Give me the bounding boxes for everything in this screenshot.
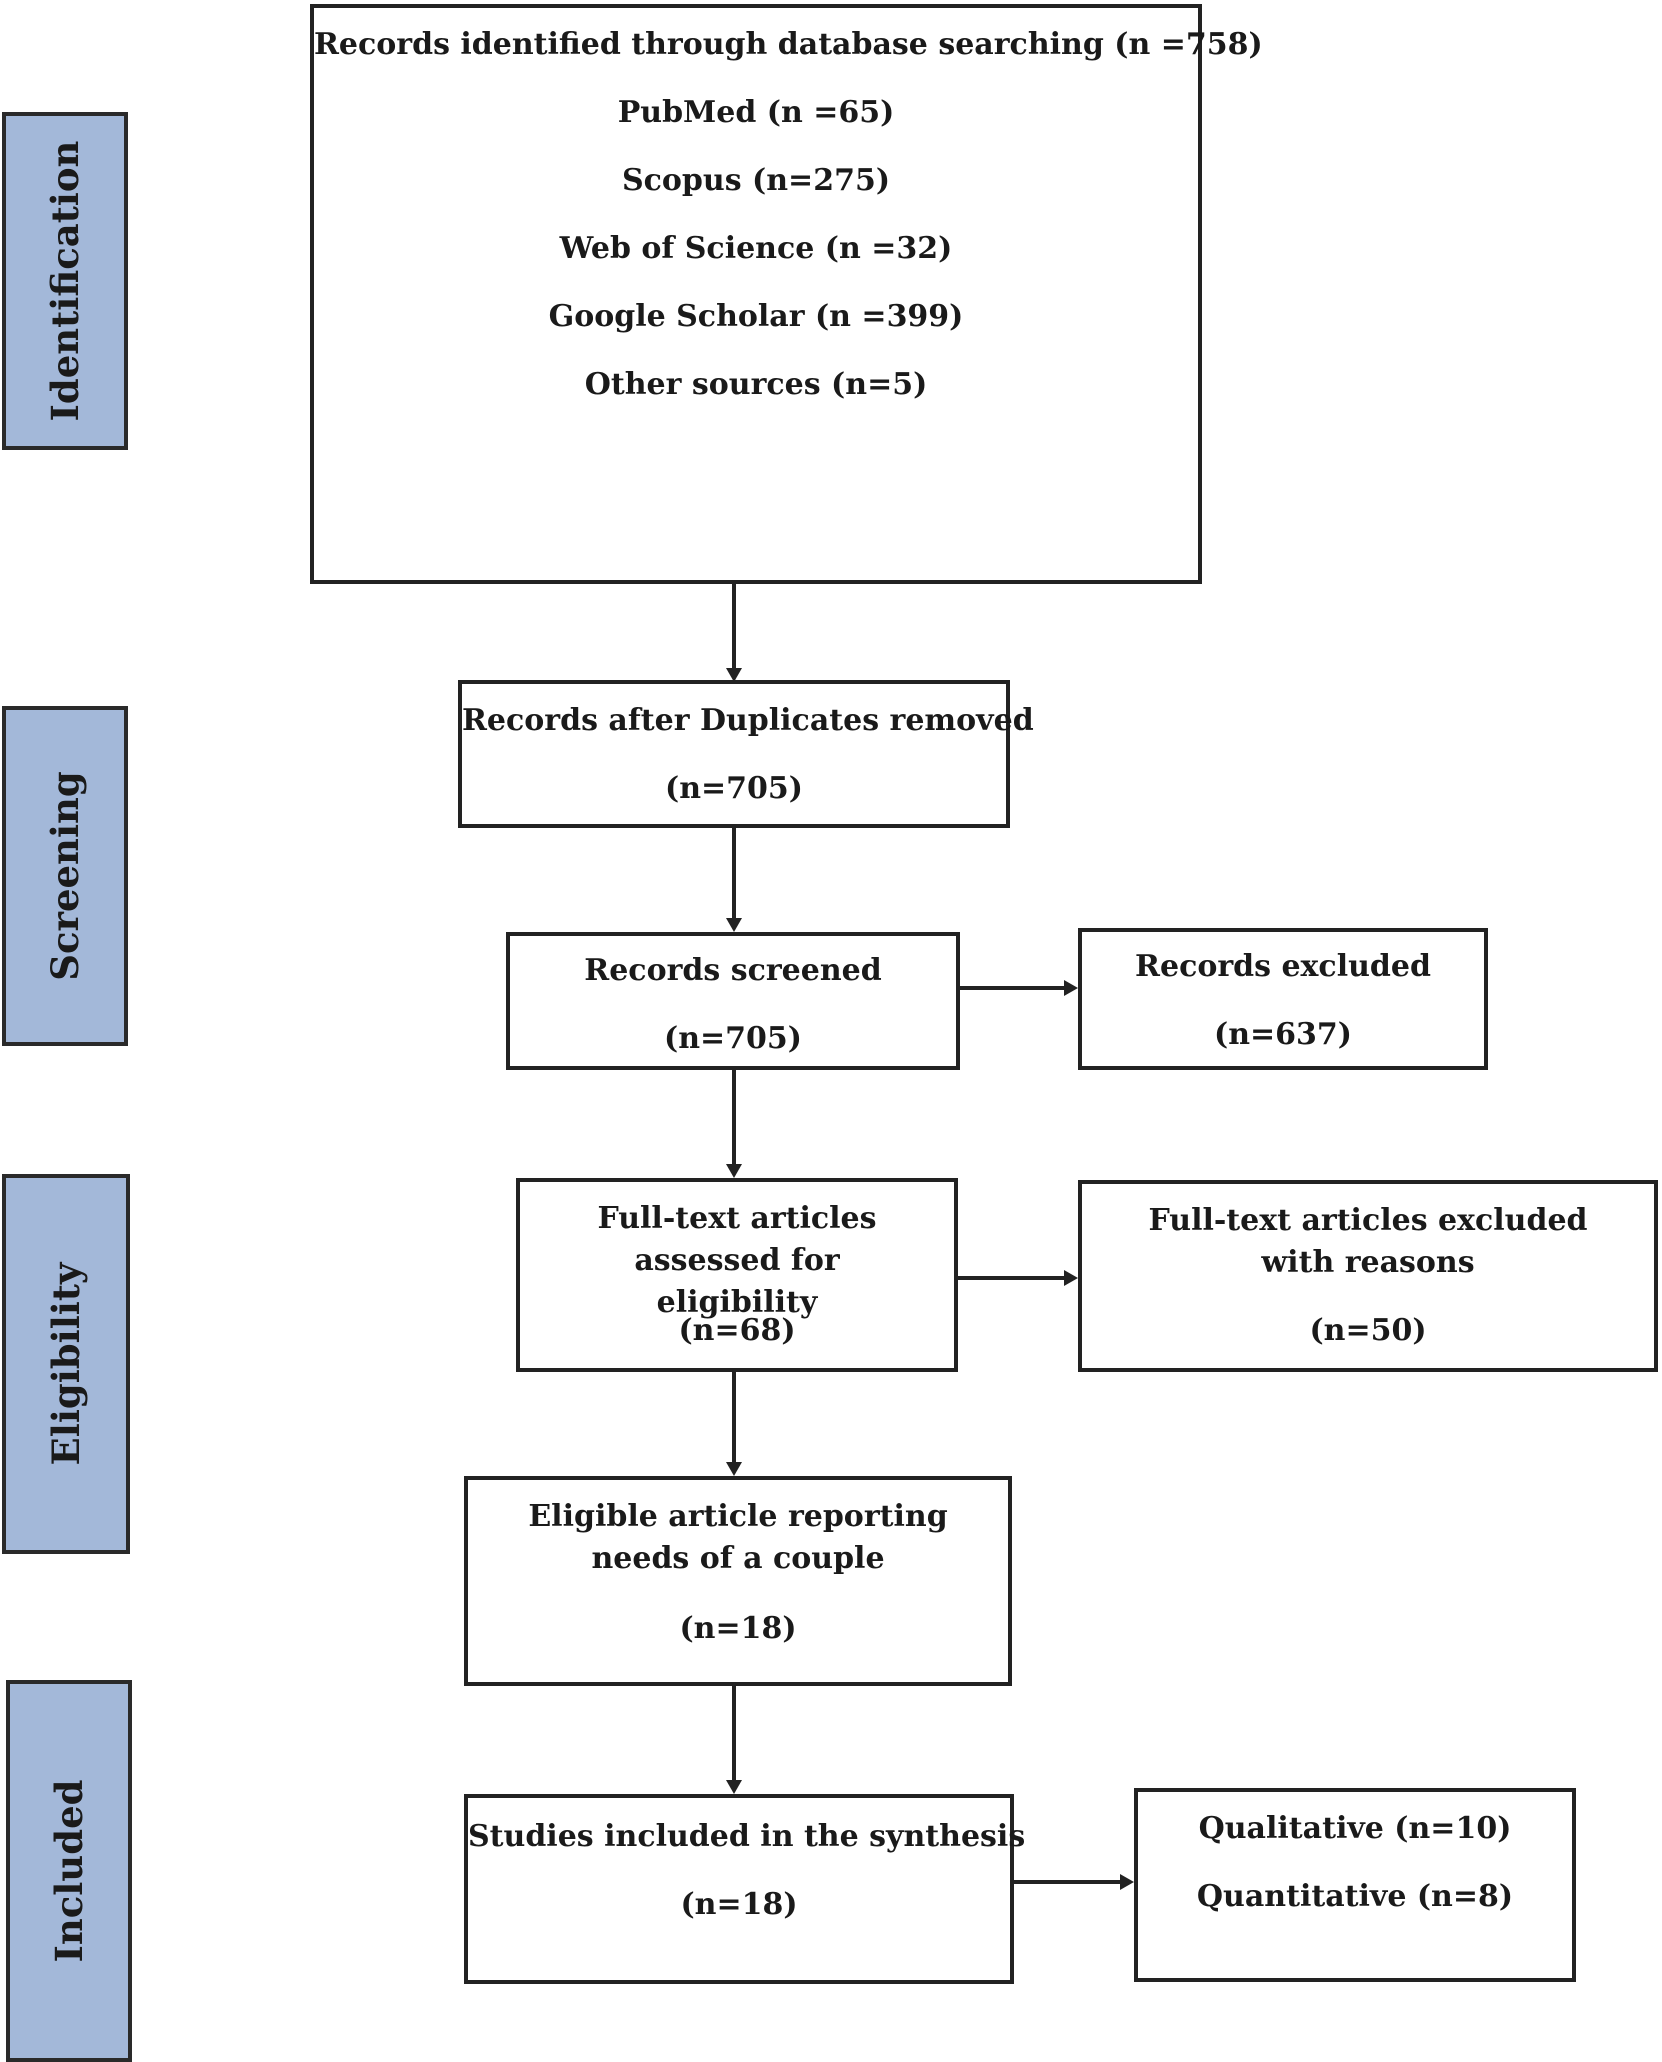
box-title: Records excluded [1135, 949, 1431, 984]
box-synthesis-types: Qualitative (n=10) Quantitative (n=8) [1134, 1788, 1576, 1982]
box-eligible-articles: Eligible article reporting needs of a co… [464, 1476, 1012, 1686]
qualitative-count: Qualitative (n=10) [1198, 1811, 1512, 1846]
stage-screening: Screening [2, 706, 128, 1046]
box-title: Full-text articles assessed for eligibil… [597, 1201, 877, 1320]
box-duplicates-removed: Records after Duplicates removed (n=705) [458, 680, 1034, 828]
source-item: Web of Science (n =32) [559, 231, 953, 266]
box-count: (n=705) [664, 1021, 802, 1056]
box-count: (n=18) [680, 1887, 798, 1922]
box-title: Records screened [584, 953, 882, 988]
box-studies-included: Studies included in the synthesis (n=18) [464, 1794, 1026, 1984]
box-title: Studies included in the synthesis [468, 1819, 1026, 1854]
box-records-identified: Records identified through database sear… [310, 4, 1263, 584]
stage-eligibility: Eligibility [2, 1174, 130, 1554]
box-count: (n=637) [1214, 1017, 1352, 1052]
stage-included: Included [6, 1680, 132, 2062]
source-item: PubMed (n =65) [617, 95, 895, 130]
box-fulltext-assessed: Full-text articles assessed for eligibil… [516, 1178, 958, 1372]
box-title: Records after Duplicates removed [462, 703, 1034, 738]
stage-label: Identification [43, 140, 87, 422]
box-title: Records identified through database sear… [314, 27, 1263, 62]
source-item: Google Scholar (n =399) [548, 299, 964, 334]
box-title: Eligible article reporting needs of a co… [528, 1499, 948, 1576]
stage-identification: Identification [2, 112, 128, 450]
box-count: (n=68) [678, 1313, 796, 1348]
source-item: Scopus (n=275) [621, 163, 891, 198]
stage-label: Included [47, 1779, 91, 1963]
quantitative-count: Quantitative (n=8) [1196, 1879, 1514, 1914]
box-records-excluded: Records excluded (n=637) [1078, 928, 1488, 1070]
box-count: (n=18) [679, 1611, 797, 1646]
box-count: (n=705) [665, 771, 803, 806]
stage-label: Eligibility [44, 1262, 88, 1466]
box-fulltext-excluded: Full-text articles excluded with reasons… [1078, 1180, 1658, 1372]
box-records-screened: Records screened (n=705) [506, 932, 960, 1070]
box-count: (n=50) [1309, 1313, 1427, 1348]
box-title: Full-text articles excluded with reasons [1148, 1203, 1588, 1280]
source-item: Other sources (n=5) [584, 367, 928, 402]
stage-label: Screening [43, 771, 87, 981]
